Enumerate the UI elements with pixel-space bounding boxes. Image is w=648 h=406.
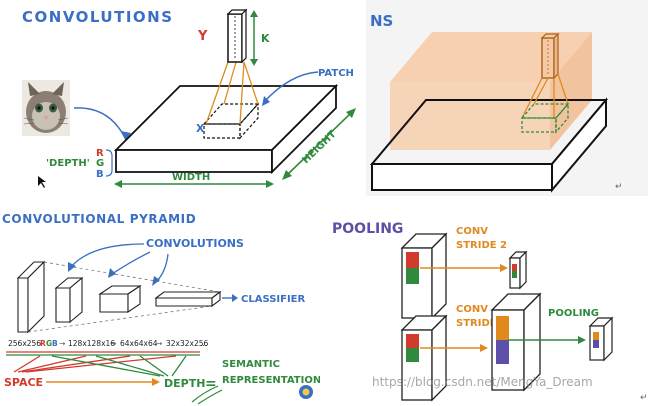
pooled-output-box xyxy=(588,316,614,362)
pyramid-panel: CONVOLUTIONAL PYRAMID CONVOLUTIONS xyxy=(0,206,320,406)
svg-text:→: → xyxy=(110,339,116,348)
pooling-panel: POOLING CONV STRIDE 2 xyxy=(326,206,648,406)
label-width: WIDTH xyxy=(172,172,210,183)
filter-volume xyxy=(390,32,592,150)
stride-title-fragment: NS xyxy=(370,12,393,30)
label-stride-2: STRIDE 2 xyxy=(456,240,507,251)
label-equals: = xyxy=(205,376,217,392)
input-volume xyxy=(113,83,339,175)
filter-diagram: NS xyxy=(369,12,609,193)
output-box-stride2 xyxy=(508,250,528,290)
pyramid-diagram: CONVOLUTIONAL PYRAMID CONVOLUTIONS xyxy=(2,212,320,405)
dim-1: 128x128x16 xyxy=(68,339,115,348)
label-r: R xyxy=(96,148,104,159)
pooling-title: POOLING xyxy=(332,221,403,237)
dim-4: ... xyxy=(200,339,207,348)
label-x: X xyxy=(196,122,205,135)
label-depth-pyramid: DEPTH xyxy=(164,377,205,390)
label-semantic: SEMANTIC xyxy=(222,359,280,370)
label-conv-stride2: CONV xyxy=(456,226,488,237)
projection-lines xyxy=(205,61,259,125)
output-column-2 xyxy=(540,32,560,80)
input-box-bottom xyxy=(400,314,448,402)
svg-text:→: → xyxy=(156,339,162,348)
patch-box-2 xyxy=(520,102,570,134)
return-mark-bottom: ↵ xyxy=(640,393,648,403)
space-depth-lines xyxy=(6,351,200,377)
pyramid-title: CONVOLUTIONAL PYRAMID xyxy=(2,212,196,226)
output-column xyxy=(226,8,248,64)
cursor-icon xyxy=(38,176,46,188)
label-pooling: POOLING xyxy=(548,308,599,319)
label-conv-stride1: CONV xyxy=(456,304,488,315)
rgb-b: B xyxy=(52,339,58,348)
filter-panel: NS xyxy=(366,0,648,196)
pyramid-boxes xyxy=(16,260,222,334)
label-space: SPACE xyxy=(4,376,43,389)
convolutions-diagram: CONVOLUTIONS xyxy=(22,8,356,188)
pooling-diagram: POOLING CONV STRIDE 2 xyxy=(332,221,614,402)
label-g: G xyxy=(96,158,104,169)
label-stride-1: STRIDE 1 xyxy=(456,318,507,329)
return-mark: ↵ xyxy=(615,182,623,192)
dim-3: 32x32x256 xyxy=(166,339,209,348)
watermark-text: https://blog.csdn.net/MengYa_Dream xyxy=(372,375,593,389)
label-k: K xyxy=(261,32,270,45)
convolutions-title: CONVOLUTIONS xyxy=(22,8,174,26)
pyramid-guides xyxy=(27,261,221,333)
label-convolutions: CONVOLUTIONS xyxy=(146,237,244,250)
input-volume-2 xyxy=(369,97,609,193)
rgb-r: R xyxy=(40,339,46,348)
output-box-stride1 xyxy=(490,292,542,392)
kitten-image xyxy=(22,80,70,136)
svg-text:→: → xyxy=(59,339,65,348)
dimension-row: 256x256 R G B → 128x128x16 → 64x64x64 → … xyxy=(8,339,209,348)
label-depth: 'DEPTH' xyxy=(46,158,90,169)
label-y: Y xyxy=(197,29,208,44)
rgb-g: G xyxy=(46,339,52,348)
projection-lines-2 xyxy=(521,73,569,119)
label-classifier: CLASSIFIER xyxy=(241,294,306,305)
label-b: B xyxy=(96,169,104,180)
convolutions-panel: CONVOLUTIONS xyxy=(0,0,366,196)
dim-0: 256x256 xyxy=(8,339,41,348)
dim-2: 64x64x64 xyxy=(120,339,158,348)
input-box-top xyxy=(400,232,448,320)
label-patch: PATCH xyxy=(318,68,354,79)
logo-icon xyxy=(299,385,313,399)
label-representation: REPRESENTATION xyxy=(222,375,320,386)
